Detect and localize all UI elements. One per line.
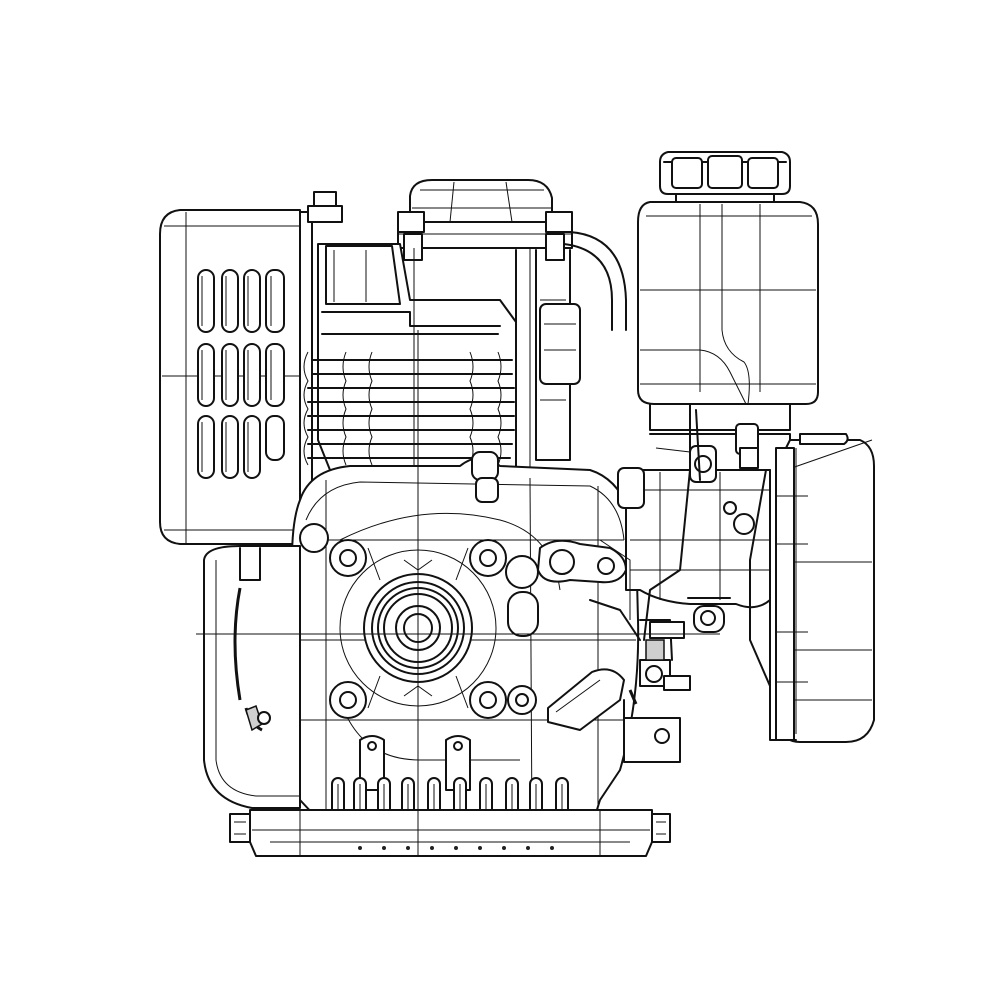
cylinder-head <box>303 231 627 471</box>
air-cleaner-cover <box>749 433 875 743</box>
reference-lines <box>196 330 720 856</box>
recoil-starter-housing <box>159 191 343 545</box>
crankcase-left-side <box>203 545 301 809</box>
valve-cover <box>397 179 573 261</box>
base-holes <box>358 846 554 850</box>
starter-vent-slots <box>197 269 285 479</box>
fuel-tank <box>637 151 819 431</box>
mounting-bosses <box>271 523 539 719</box>
crankcase <box>271 451 640 833</box>
throttle-linkage <box>547 599 691 763</box>
engine-base-mount <box>229 809 671 857</box>
